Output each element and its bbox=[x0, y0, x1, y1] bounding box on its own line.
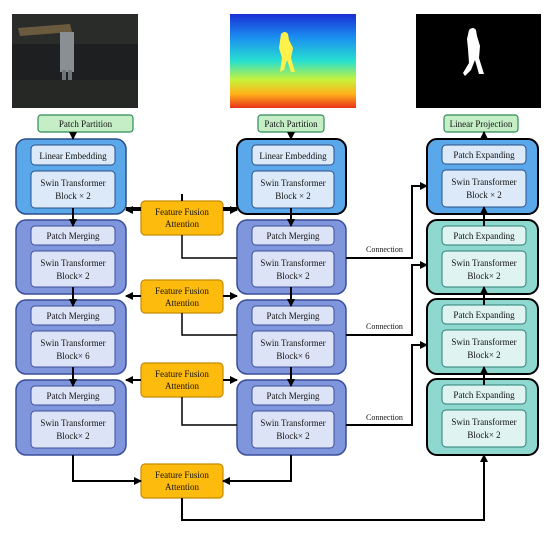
depth-image bbox=[230, 14, 356, 108]
depth-swin-block-3-title: Swin Transformer bbox=[260, 338, 325, 348]
decoder-stage-1: Patch Expanding Swin Transformer Block ×… bbox=[426, 138, 539, 215]
depth-stage-1: Linear Embedding Swin Transformer Block … bbox=[236, 138, 347, 215]
depth-stage-4: Patch Merging Swin Transformer Block× 2 bbox=[236, 379, 347, 456]
fusion-attention-1: Feature Fusion Attention bbox=[140, 200, 224, 236]
decoder-swin-block-3-count: Block× 2 bbox=[467, 350, 500, 360]
depth-patch-merging-4: Patch Merging bbox=[266, 391, 320, 401]
decoder-swin-block-1-count: Block × 2 bbox=[466, 190, 502, 200]
depth-swin-block-1-title: Swin Transformer bbox=[260, 178, 325, 188]
decoder-swin-block-4-title: Swin Transformer bbox=[451, 417, 516, 427]
decoder-swin-block-2-count: Block× 2 bbox=[467, 271, 500, 281]
rgb-linear-embedding: Linear Embedding bbox=[39, 151, 107, 161]
depth-swin-block-2-count: Block× 2 bbox=[276, 271, 309, 281]
connection-label-2: Connection bbox=[366, 322, 403, 331]
decoder-patch-expanding-3: Patch Expanding bbox=[453, 310, 515, 320]
fusion-1-title: Feature Fusion bbox=[155, 207, 209, 217]
rgb-swin-block-1-title: Swin Transformer bbox=[40, 178, 105, 188]
rgb-stage-3: Patch Merging Swin Transformer Block× 6 bbox=[15, 299, 127, 375]
decoder-linear-projection: Linear Projection bbox=[443, 114, 519, 133]
decoder-swin-block-4-count: Block× 2 bbox=[467, 430, 500, 440]
fusion-3-subtitle: Attention bbox=[165, 381, 199, 391]
decoder-patch-expanding-2: Patch Expanding bbox=[453, 231, 515, 241]
fusion-2-title: Feature Fusion bbox=[155, 286, 209, 296]
connector-arrows bbox=[69, 131, 488, 521]
fusion-attention-3: Feature Fusion Attention bbox=[140, 362, 224, 398]
fusion-attention-2: Feature Fusion Attention bbox=[140, 279, 224, 314]
depth-linear-embedding: Linear Embedding bbox=[259, 151, 327, 161]
decoder-patch-expanding-1: Patch Expanding bbox=[453, 150, 515, 160]
fusion-2-subtitle: Attention bbox=[165, 298, 199, 308]
rgb-swin-block-3-count: Block× 6 bbox=[56, 351, 90, 361]
rgb-patch-partition-label: Patch Partition bbox=[59, 119, 113, 129]
rgb-swin-block-1-count: Block × 2 bbox=[55, 191, 91, 201]
depth-swin-block-1-count: Block × 2 bbox=[275, 191, 311, 201]
depth-patch-partition: Patch Partition bbox=[257, 114, 325, 133]
depth-patch-merging-2: Patch Merging bbox=[266, 231, 320, 241]
depth-stage-2: Patch Merging Swin Transformer Block× 2 bbox=[236, 219, 347, 295]
decoder-stage-4: Patch Expanding Swin Transformer Block× … bbox=[426, 378, 539, 456]
rgb-stage-4: Patch Merging Swin Transformer Block× 2 bbox=[15, 379, 127, 456]
rgb-swin-block-2-title: Swin Transformer bbox=[40, 258, 105, 268]
depth-swin-block-4-title: Swin Transformer bbox=[260, 418, 325, 428]
rgb-patch-merging-2: Patch Merging bbox=[46, 231, 100, 241]
fusion-3-title: Feature Fusion bbox=[155, 369, 209, 379]
rgb-image bbox=[12, 14, 138, 108]
fusion-4-title: Feature Fusion bbox=[155, 470, 209, 480]
fusion-4-subtitle: Attention bbox=[165, 482, 199, 492]
decoder-patch-expanding-4: Patch Expanding bbox=[453, 390, 515, 400]
fusion-attention-4: Feature Fusion Attention bbox=[140, 463, 224, 499]
rgb-patch-merging-4: Patch Merging bbox=[46, 391, 100, 401]
rgb-stage-2: Patch Merging Swin Transformer Block× 2 bbox=[15, 219, 127, 295]
depth-swin-block-3-count: Block× 6 bbox=[276, 351, 310, 361]
connection-label-1: Connection bbox=[366, 245, 403, 254]
rgb-patch-merging-3: Patch Merging bbox=[46, 311, 100, 321]
depth-patch-merging-3: Patch Merging bbox=[266, 311, 320, 321]
rgb-stage-1: Linear Embedding Swin Transformer Block … bbox=[15, 138, 127, 215]
connection-label-3: Connection bbox=[366, 413, 403, 422]
rgb-swin-block-4-count: Block× 2 bbox=[56, 431, 89, 441]
fusion-1-subtitle: Attention bbox=[165, 219, 199, 229]
decoder-stage-2: Patch Expanding Swin Transformer Block× … bbox=[426, 219, 539, 295]
depth-patch-partition-label: Patch Partition bbox=[264, 119, 318, 129]
decoder-stage-3: Patch Expanding Swin Transformer Block× … bbox=[426, 298, 539, 375]
rgb-patch-partition: Patch Partition bbox=[37, 114, 134, 133]
depth-swin-block-2-title: Swin Transformer bbox=[260, 258, 325, 268]
rgb-swin-block-2-count: Block× 2 bbox=[56, 271, 89, 281]
rgb-swin-block-3-title: Swin Transformer bbox=[40, 338, 105, 348]
depth-swin-block-4-count: Block× 2 bbox=[276, 431, 309, 441]
rgb-swin-block-4-title: Swin Transformer bbox=[40, 418, 105, 428]
depth-stage-3: Patch Merging Swin Transformer Block× 6 bbox=[236, 299, 347, 375]
mask-image bbox=[416, 14, 541, 108]
decoder-swin-block-3-title: Swin Transformer bbox=[451, 337, 516, 347]
decoder-swin-block-2-title: Swin Transformer bbox=[451, 258, 516, 268]
linear-projection-label: Linear Projection bbox=[450, 119, 513, 129]
decoder-swin-block-1-title: Swin Transformer bbox=[451, 177, 516, 187]
